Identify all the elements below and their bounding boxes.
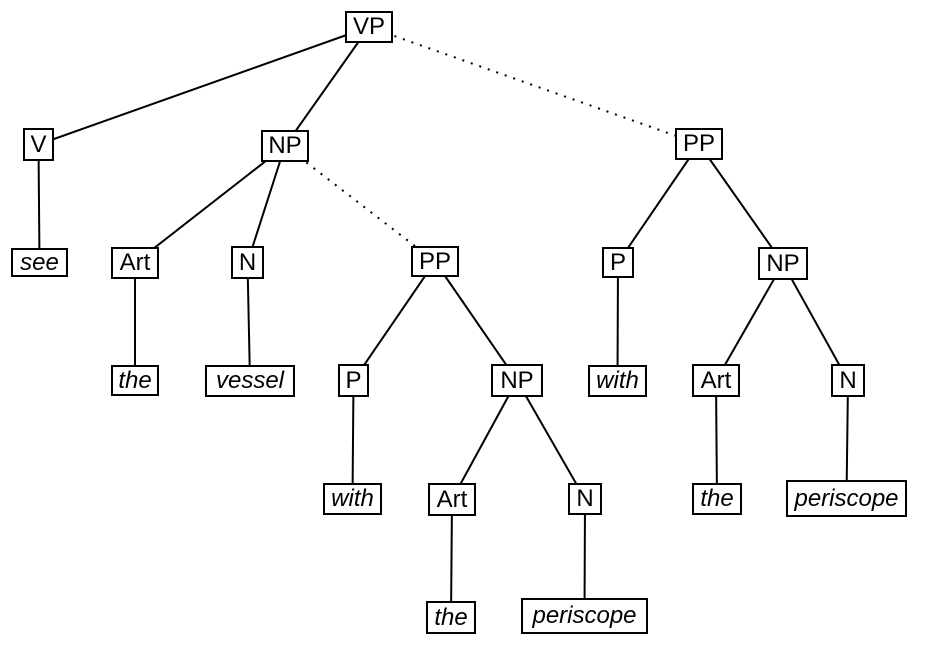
tree-node-with2: with xyxy=(588,365,647,397)
tree-node-label-art1: Art xyxy=(119,249,151,276)
edge-n2-periscope1 xyxy=(583,498,586,617)
tree-node-art3: Art xyxy=(692,364,740,397)
edge-np2-n3 xyxy=(782,263,849,381)
tree-node-pp1: PP xyxy=(411,246,459,277)
tree-node-label-n1: N xyxy=(238,248,257,276)
tree-node-label-np2: NP xyxy=(766,249,800,277)
tree-node-art1: Art xyxy=(111,247,159,279)
tree-node-label-v: V xyxy=(30,130,47,158)
tree-node-periscope2: periscope xyxy=(786,480,907,517)
tree-node-n2: N xyxy=(568,483,602,515)
edge-p1-with1 xyxy=(351,380,355,500)
edge-vp-np1 xyxy=(284,26,370,147)
tree-node-label-pp2: PP xyxy=(682,130,715,157)
tree-node-vp: VP xyxy=(345,11,393,43)
edge-art3-the3 xyxy=(715,380,718,500)
tree-node-label-art3: Art xyxy=(700,366,732,394)
tree-node-np1: NP xyxy=(261,130,309,162)
tree-node-p1: P xyxy=(338,364,369,397)
edge-pp2-p2 xyxy=(617,143,700,264)
tree-node-p2: P xyxy=(602,247,634,278)
edge-np1-n1 xyxy=(246,145,286,263)
tree-node-label-n2: N xyxy=(576,485,594,512)
tree-node-v: V xyxy=(23,128,54,161)
tree-node-label-np3: NP xyxy=(500,366,534,394)
edge-np1-pp1-dotted xyxy=(284,145,436,263)
tree-node-the3: the xyxy=(692,483,742,515)
tree-node-label-p2: P xyxy=(609,248,626,276)
edge-n1-vessel xyxy=(246,262,251,382)
edge-pp1-np3 xyxy=(434,260,518,382)
tree-node-label-with2: with xyxy=(596,367,639,394)
tree-node-label-the3: the xyxy=(700,485,734,512)
tree-node-label-p1: P xyxy=(345,366,362,394)
tree-node-the2: the xyxy=(426,601,476,634)
edge-vp-v xyxy=(38,26,370,146)
edge-np3-n2 xyxy=(516,380,586,500)
tree-node-pp2: PP xyxy=(675,128,723,160)
tree-node-label-art2: Art xyxy=(436,485,468,513)
edge-pp2-np2 xyxy=(698,143,784,265)
tree-node-n1: N xyxy=(231,246,264,279)
tree-node-see: see xyxy=(11,248,68,277)
edge-v-see xyxy=(37,144,41,263)
edge-vp-pp2-dotted xyxy=(368,26,700,145)
edge-pp1-p1 xyxy=(352,260,436,382)
edge-np2-art3 xyxy=(715,263,784,381)
tree-node-vessel: vessel xyxy=(205,365,295,397)
edge-np3-art2 xyxy=(451,380,518,500)
tree-node-label-periscope1: periscope xyxy=(532,602,637,629)
edge-n3-periscope2 xyxy=(845,380,849,499)
tree-node-label-the2: the xyxy=(434,603,468,631)
tree-node-art2: Art xyxy=(428,483,476,516)
tree-node-label-the1: the xyxy=(118,366,152,394)
edge-p2-with2 xyxy=(616,262,619,382)
tree-node-label-vessel: vessel xyxy=(215,367,285,394)
tree-node-label-pp1: PP xyxy=(418,247,451,275)
tree-node-label-np1: NP xyxy=(268,132,302,159)
tree-node-label-n3: N xyxy=(839,366,857,394)
tree-node-periscope1: periscope xyxy=(521,598,648,634)
tree-node-label-with1: with xyxy=(331,485,374,512)
tree-node-with1: with xyxy=(323,483,382,515)
tree-node-np2: NP xyxy=(758,247,808,280)
tree-node-np3: NP xyxy=(491,364,543,397)
edge-art2-the2 xyxy=(450,499,453,618)
tree-node-the1: the xyxy=(111,365,159,396)
tree-node-n3: N xyxy=(831,364,865,397)
tree-node-label-vp: VP xyxy=(352,13,385,40)
tree-node-label-periscope2: periscope xyxy=(794,484,899,512)
tree-node-label-see: see xyxy=(20,248,59,276)
edge-np1-art1 xyxy=(134,145,286,264)
